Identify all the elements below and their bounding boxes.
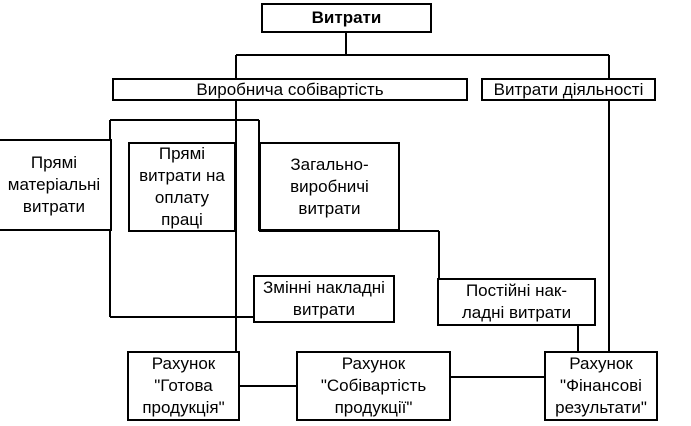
node-general-production: Загально- виробничі витрати xyxy=(259,142,400,231)
node-account-financial-results: Рахунок "Фінансові результати" xyxy=(544,351,658,421)
node-direct-labor: Прямі витрати на оплату праці xyxy=(128,142,236,232)
node-direct-materials: Прямі матеріальні витрати xyxy=(0,139,112,231)
node-activity-costs: Витрати діяльності xyxy=(481,78,656,101)
node-fixed-overhead: Постійні нак- ладні витрати xyxy=(437,278,596,326)
node-account-cost-of-production: Рахунок "Собівартість продукції" xyxy=(296,351,451,421)
node-costs: Витрати xyxy=(261,3,432,33)
node-production-cost: Виробнича собівартість xyxy=(112,78,468,101)
node-account-finished-goods: Рахунок "Готова продукція" xyxy=(127,351,240,421)
node-variable-overhead: Змінні накладні витрати xyxy=(253,275,395,323)
